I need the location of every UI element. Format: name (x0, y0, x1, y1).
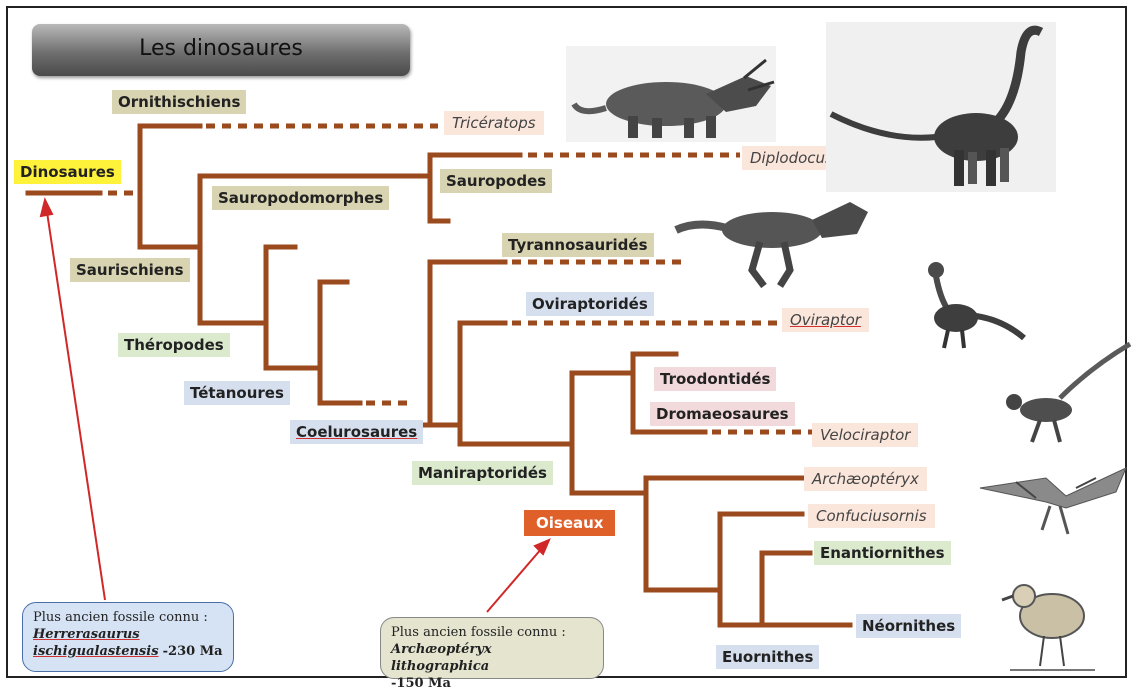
label-maniraptorides: Maniraptoridés (412, 461, 553, 485)
label-oviraptorides: Oviraptoridés (526, 292, 654, 316)
arrow-right-head (533, 538, 551, 556)
bird-image (1000, 566, 1100, 676)
genus-velociraptor: Velociraptor (812, 423, 919, 447)
label-sauropodes: Sauropodes (440, 169, 553, 193)
label-saurischiens: Saurischiens (70, 258, 190, 282)
label-neornithes: Néornithes (856, 614, 962, 638)
triceratops-image (566, 46, 776, 142)
label-euornithes: Euornithes (716, 645, 820, 669)
velociraptor-image (1006, 341, 1132, 443)
archaeopteryx-image (979, 467, 1127, 535)
label-theropodes: Théropodes (118, 333, 230, 357)
arrow-right (486, 547, 543, 613)
fossil-left-age: -230 Ma (162, 644, 223, 659)
label-enantiornithes: Enantiornithes (814, 541, 951, 565)
title-box: Les dinosaures (32, 24, 410, 76)
label-ornithischiens: Ornithischiens (112, 90, 247, 114)
label-sauropodomorphes: Sauropodomorphes (212, 186, 390, 210)
label-dinosaures: Dinosaures (14, 160, 121, 184)
fossil-box-archaeopteryx: Plus ancien fossile connu : Archæoptéryx… (380, 617, 604, 691)
arrow-left (46, 211, 106, 601)
label-coelurosaures: Coelurosaures (290, 420, 424, 444)
diplodocus-image (826, 22, 1056, 192)
genus-archaeopteryx: Archæoptéryx (804, 467, 927, 491)
fossil-left-species-line1: Herrerasaurus (33, 627, 140, 642)
oviraptor-image (928, 262, 1026, 349)
label-tetanoures: Tétanoures (184, 381, 290, 405)
label-oiseaux: Oiseaux (524, 510, 616, 536)
page-title: Les dinosaures (139, 36, 303, 61)
genus-triceratops: Tricératops (444, 111, 544, 135)
genus-oviraptor: Oviraptor (782, 308, 869, 332)
fossil-box-herrerasaurus: Plus ancien fossile connu : Herrerasauru… (22, 602, 234, 672)
arrow-left-head (39, 197, 54, 218)
genus-confuciusornis: Confuciusornis (808, 504, 935, 528)
fossil-right-species: Archæoptéryx lithographica (391, 642, 492, 674)
label-tyrannosaurides: Tyrannosauridés (502, 233, 654, 257)
fossil-left-species-line2: ischigualastensis (33, 644, 159, 659)
label-troodontides: Troodontidés (654, 367, 777, 391)
tyrannosaurus-image (674, 202, 868, 289)
genus-diplodocus: Diplodocus (742, 146, 841, 170)
label-dromaeosaures: Dromaeosaures (650, 402, 795, 426)
fossil-left-intro: Plus ancien fossile connu : (33, 610, 208, 625)
fossil-right-intro: Plus ancien fossile connu : (391, 625, 566, 640)
